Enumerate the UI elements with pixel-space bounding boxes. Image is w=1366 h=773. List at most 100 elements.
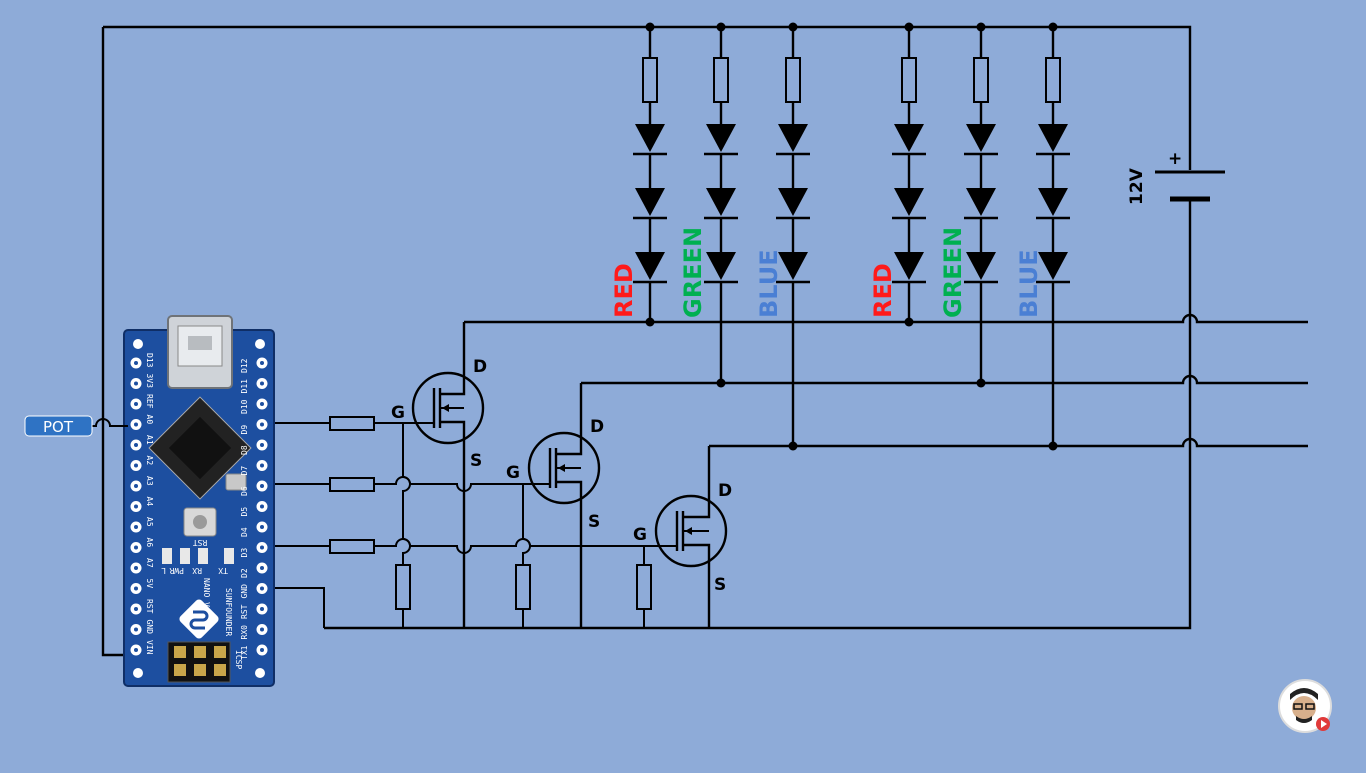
board-model-text: NANO V4.0 [202, 578, 211, 622]
mosfet-1-source-label: S [470, 451, 482, 471]
led-resistor-1 [642, 57, 658, 103]
pin-right-label-6: D7 [240, 466, 249, 476]
led-color-label-5: GREEN [939, 227, 967, 318]
mosfet-2: G D S [506, 383, 604, 628]
pin-right-9: D4 [240, 521, 268, 537]
pin-left-label-2: 3V3 [145, 374, 154, 389]
pin-right-label-10: D3 [240, 548, 249, 558]
top-rail-wire [101, 25, 1192, 657]
pin-right-label-14: RX0 [240, 625, 249, 640]
led-color-label-1: RED [610, 263, 638, 318]
pin-left-6: A2 [130, 456, 154, 471]
avatar-icon [1292, 696, 1316, 720]
led-color-label-6: BLUE [1015, 249, 1043, 318]
pot-label: POT [43, 418, 74, 436]
pin-left-1: D13 [130, 353, 154, 369]
mosfet-1-gate-label: G [391, 403, 405, 423]
pin-right-1: D12 [240, 357, 268, 373]
pulldown-resistor-2 [515, 564, 531, 610]
pin-right-label-15: TX1 [240, 645, 249, 660]
pin-left-label-15: VIN [145, 640, 154, 655]
led-diode-5-3 [964, 252, 998, 284]
pin-left-15: VIN [130, 640, 154, 656]
led-diode-3-2 [776, 188, 810, 220]
pin-right-label-9: D4 [240, 527, 249, 537]
led-diode-2-3 [704, 252, 738, 284]
led-diode-6-1 [1036, 124, 1070, 156]
pin-right-6: D7 [240, 460, 268, 476]
mosfet-3: GDS [633, 446, 732, 628]
led-label-l: L [161, 566, 166, 575]
battery-plus-label: + [1168, 149, 1182, 169]
gate-resistor-3 [329, 539, 375, 554]
reset-button-label: RST [193, 538, 208, 547]
led-diode-1-3 [633, 252, 667, 284]
pulldown-resistor-1 [395, 564, 411, 610]
pin-left-5: A1 [130, 435, 154, 451]
mosfet-3-source-label: S [714, 575, 726, 595]
pin-right-3: D10 [240, 398, 268, 414]
pin-left-11: A7 [130, 558, 154, 574]
mosfet-2-gate-label: G [506, 463, 520, 483]
pin-right-8: D5 [240, 501, 268, 517]
pin-left-10: A6 [130, 538, 154, 553]
led-label-rx: RX [192, 566, 202, 575]
mosfet-2-source-label: S [588, 512, 600, 532]
pot-input[interactable]: POT [24, 415, 128, 437]
microcontroller-chip [148, 396, 252, 500]
channel-avatar[interactable] [1278, 679, 1332, 733]
led-diode-5-1 [964, 124, 998, 156]
led-diode-1-1 [633, 124, 667, 156]
icsp-label: ICSP [234, 650, 243, 669]
pin-left-label-11: A7 [145, 558, 154, 568]
gate-resistor-2 [329, 477, 375, 492]
pin-right-label-11: D2 [240, 568, 249, 578]
led-diode-3-1 [776, 124, 810, 156]
led-diode-4-1 [892, 124, 926, 156]
led-diode-4-3 [892, 252, 926, 284]
pin-right-5: D8 [240, 439, 268, 455]
pin-left-7: A3 [130, 476, 154, 492]
pin-left-label-13: RST [145, 599, 154, 614]
mosfet-2-drain-label: D [590, 417, 604, 437]
pin-left-label-3: REF [145, 394, 154, 409]
pin-left-8: A4 [130, 497, 154, 512]
icsp-header: ICSP [167, 641, 243, 683]
pin-right-label-8: D5 [240, 507, 249, 517]
pin-left-9: A5 [130, 517, 154, 533]
led-diode-5-2 [964, 188, 998, 220]
pin-left-label-14: GND [145, 620, 154, 635]
pin-left-label-6: A2 [145, 456, 154, 466]
pin-right-label-3: D10 [240, 399, 249, 414]
mosfet-3-drain-label: D [718, 481, 732, 501]
pin-left-13: RST [130, 599, 154, 615]
pin-right-11: D2 [240, 562, 268, 578]
pin-right-13: RST [240, 603, 268, 619]
pin-left-label-8: A4 [145, 497, 154, 507]
battery-symbol: + 12V [1127, 149, 1225, 205]
pin-right-12: GND [240, 583, 268, 599]
led-string-4: RED [869, 22, 926, 327]
pin-right-label-2: D11 [240, 379, 249, 394]
pin-left-label-12: 5V [145, 579, 154, 589]
led-string-2: GREEN [679, 22, 738, 388]
pin-left-label-4: A0 [145, 415, 154, 425]
led-resistor-6 [1045, 57, 1061, 103]
arduino-nano-board: RST L PWR RX TX NANO V4.0 SUNFOUNDER ICS… [123, 315, 275, 687]
pulldown-resistor-3 [636, 564, 652, 610]
pin-right-7: D6 [240, 480, 268, 496]
pin-left-14: GND [130, 620, 154, 635]
led-label-pwr: PWR [169, 566, 184, 575]
pin-left-label-5: A1 [145, 435, 154, 445]
led-color-label-4: RED [869, 263, 897, 318]
gate-wiring [274, 416, 656, 628]
pin-right-15: TX1 [240, 644, 268, 660]
led-label-tx: TX [218, 566, 228, 575]
led-diode-4-2 [892, 188, 926, 220]
mosfet-1: GDS [391, 322, 487, 628]
led-resistor-4 [901, 57, 917, 103]
